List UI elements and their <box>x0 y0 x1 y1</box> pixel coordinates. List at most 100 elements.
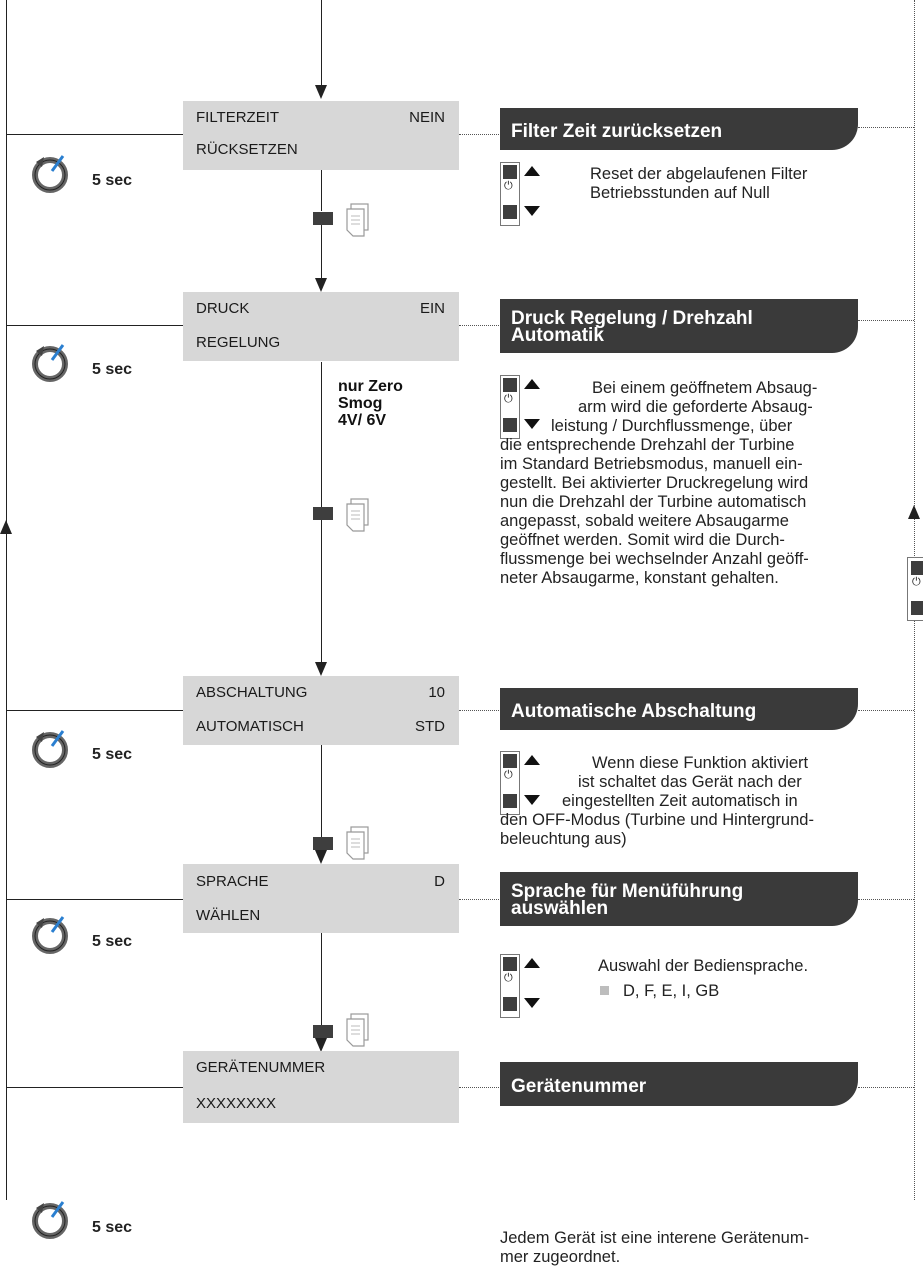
model-note-line: nur Zero <box>338 378 403 395</box>
screen-line1-left: DRUCK <box>196 300 250 317</box>
flow-connector <box>321 933 322 1038</box>
enter-button-icon <box>503 957 517 971</box>
section-link-dotted <box>858 899 914 900</box>
desc-line: mer zugeordnet. <box>500 1248 621 1266</box>
screen-link-dotted <box>459 710 501 711</box>
desc-line: neter Absaugarme, konstant gehalten. <box>500 569 779 587</box>
screen-line1-left: GERÄTENUMMER <box>196 1059 326 1076</box>
flow-connector <box>321 0 322 85</box>
section-header: Sprache für Menüführung auswählen <box>500 872 858 926</box>
screen-line2-right: STD <box>415 718 445 735</box>
screen-line2-left: RÜCKSETZEN <box>196 141 298 158</box>
desc-line: die entsprechende Drehzahl der Turbine <box>500 436 795 454</box>
arrow-down-icon <box>524 998 540 1008</box>
desc-line: gestellt. Bei aktivierter Druckregelung … <box>500 474 809 492</box>
desc-line: geöffnet werden. Somit wird die Durch- <box>500 531 785 549</box>
timer-label: 5 sec <box>92 361 133 378</box>
arrow-down-icon <box>524 206 540 216</box>
desc-line: angepasst, sobald weitere Absaugarme <box>500 512 789 530</box>
section-description: Wenn diese Funktion aktiviert ist schalt… <box>500 754 900 849</box>
power-icon: ⏻ <box>504 180 513 192</box>
document-icon <box>346 498 369 532</box>
arrow-up-icon <box>524 958 540 968</box>
flow-down-arrow <box>315 662 327 676</box>
flow-down-arrow <box>315 278 327 292</box>
enter-button-icon <box>503 997 517 1011</box>
model-note: nur Zero Smog 4V/ 6V <box>338 378 403 429</box>
screen-link-dotted <box>459 325 501 326</box>
section-title: Filter Zeit zurücksetzen <box>511 121 723 142</box>
flow-up-arrow <box>0 520 12 534</box>
enter-button-icon <box>313 1025 333 1038</box>
rotate-timer-icon <box>32 730 68 768</box>
power-icon: ⏻ <box>504 769 513 781</box>
desc-line: Jedem Gerät ist eine interene Gerätenum- <box>500 1229 810 1247</box>
desc-line: Wenn diese Funktion aktiviert <box>592 754 809 772</box>
section-title: Druck Regelung / Drehzahl <box>511 308 753 329</box>
screen-line1-left: FILTERZEIT <box>196 109 280 126</box>
screen-line1-left: ABSCHALTUNG <box>196 684 308 701</box>
flow-connector <box>321 170 322 280</box>
section-link-dotted <box>858 710 914 711</box>
up-down-control: ⏻ <box>500 162 540 228</box>
enter-button-icon <box>503 378 517 392</box>
section-header: Gerätenummer <box>500 1062 858 1106</box>
desc-line: D, F, E, I, GB <box>623 982 720 1000</box>
desc-line: den OFF-Modus (Turbine und Hintergrund- <box>500 811 814 829</box>
screen-link-dotted <box>459 134 501 135</box>
enter-button-icon <box>911 561 923 575</box>
up-down-control: ⏻ <box>500 375 540 441</box>
section-description: Auswahl der Bediensprache. D, F, E, I, G… <box>598 957 808 1001</box>
desc-line: eingestellten Zeit automatisch in <box>562 792 798 810</box>
screen-line1-left: SPRACHE <box>196 873 269 890</box>
screen-line2-left: XXXXXXXX <box>196 1095 277 1112</box>
bullet-item: D, F, E, I, GB <box>598 982 808 1001</box>
screen-line2-left: WÄHLEN <box>196 907 261 924</box>
arrow-down-icon <box>524 795 540 805</box>
display-screen-3: ABSCHALTUNG 10 AUTOMATISCH STD <box>183 676 459 745</box>
left-flow-line <box>6 0 7 1200</box>
enter-button-icon <box>313 507 333 520</box>
section-header: Automatische Abschaltung <box>500 688 858 730</box>
section-description: Jedem Gerät ist eine interene Gerätenum-… <box>500 1229 900 1266</box>
arrow-up-icon <box>524 755 540 765</box>
screen-line1-right: EIN <box>419 300 445 317</box>
document-icon <box>346 826 369 860</box>
section-description: Bei einem geöffnetem Absaug- arm wird di… <box>500 379 900 588</box>
timer-label: 5 sec <box>92 172 133 189</box>
enter-button-icon <box>503 794 517 808</box>
flow-down-arrow <box>315 1038 327 1052</box>
section-title: Automatik <box>511 325 604 346</box>
display-screen-5: GERÄTENUMMER XXXXXXXX <box>183 1051 459 1123</box>
screen-link-line <box>6 710 183 711</box>
flow-down-arrow <box>315 850 327 864</box>
section-description: Reset der abgelaufenen Filter Betriebsst… <box>590 165 807 203</box>
bullet-square <box>600 986 609 995</box>
screen-line2-left: AUTOMATISCH <box>196 718 304 735</box>
screen-link-line <box>6 325 183 326</box>
arrow-down-icon <box>524 419 540 429</box>
section-link-dotted <box>858 127 914 128</box>
desc-line: nun die Drehzahl der Turbine automatisch <box>500 493 807 511</box>
enter-button-icon <box>313 837 333 850</box>
display-screen-4: SPRACHE D WÄHLEN <box>183 864 459 933</box>
desc-line: flussmenge bei wechselnder Anzahl geöff- <box>500 550 809 568</box>
arrow-up-icon <box>524 166 540 176</box>
rotate-timer-icon <box>32 155 68 193</box>
power-icon: ⏻ <box>504 972 513 984</box>
model-note-line: 4V/ 6V <box>338 412 387 429</box>
button-panel-partial: ⏻ <box>907 557 923 621</box>
screen-link-dotted <box>459 899 501 900</box>
desc-line: arm wird die geforderte Absaug- <box>578 398 813 416</box>
timer-label: 5 sec <box>92 933 133 950</box>
flow-up-arrow-right <box>908 505 920 519</box>
power-icon: ⏻ <box>504 393 513 405</box>
desc-line: im Standard Betriebsmodus, manuell ein- <box>500 455 803 473</box>
enter-button-icon <box>503 754 517 768</box>
enter-button-icon <box>313 212 333 225</box>
up-down-control: ⏻ <box>500 751 540 817</box>
desc-line: leistung / Durchflussmenge, über <box>551 417 793 435</box>
screen-line1-right: D <box>434 873 445 890</box>
desc-line: Betriebsstunden auf Null <box>590 184 770 202</box>
screen-link-line <box>6 1087 183 1088</box>
